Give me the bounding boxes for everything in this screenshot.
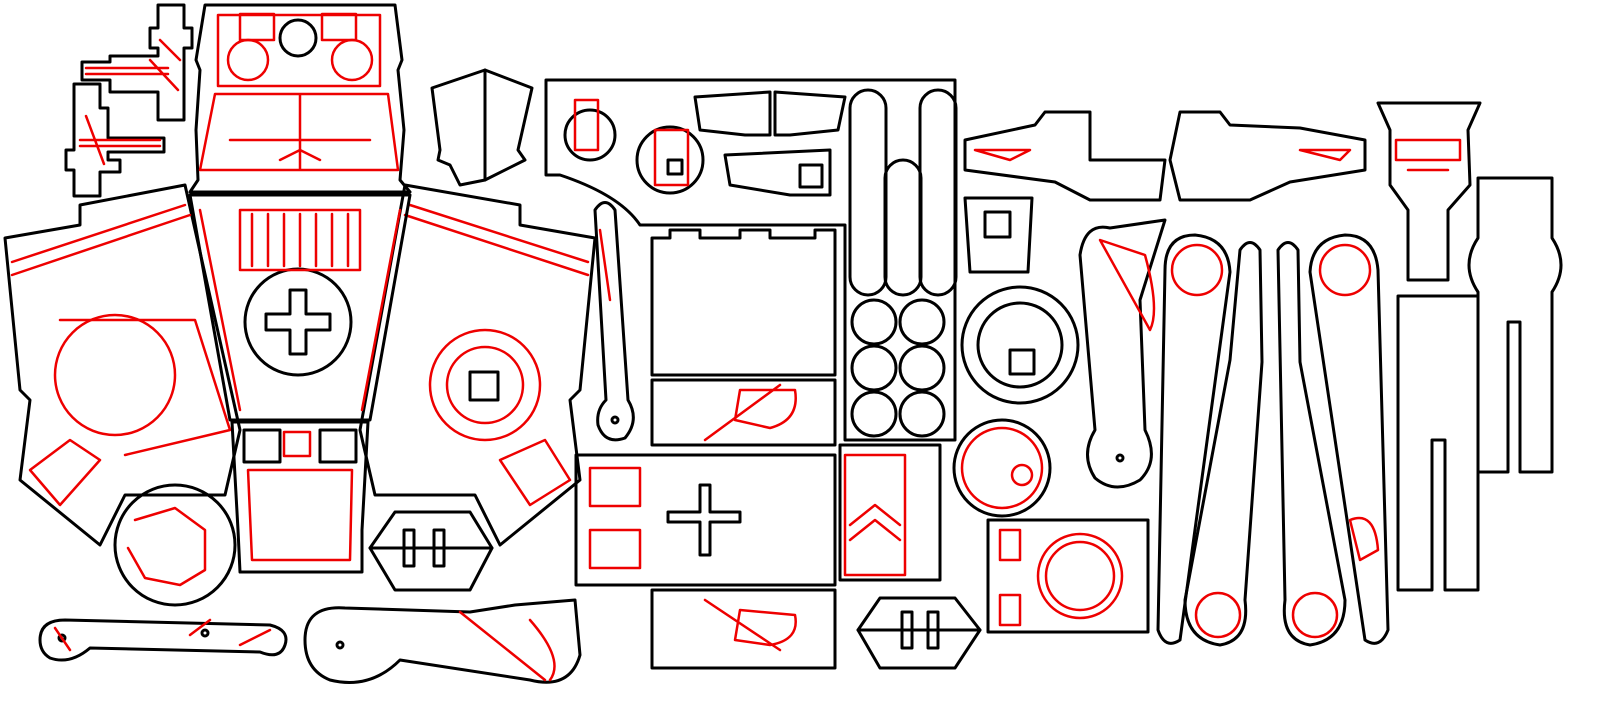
center-body-panel — [188, 193, 412, 422]
link-bar-four — [1308, 233, 1390, 645]
finger-joint-box-bottom — [650, 588, 837, 670]
lens-part-bottom — [856, 596, 982, 670]
arm-link-bottom-left — [38, 618, 288, 662]
long-arm-rings — [1078, 218, 1167, 489]
spiral-disc — [960, 285, 1080, 405]
spine-piece-left — [963, 110, 1167, 202]
round-disc-left — [113, 483, 237, 607]
left-wing-panel — [3, 183, 242, 547]
pill-strips — [848, 88, 958, 438]
finger-joint-box-cross — [574, 453, 837, 587]
arm-link-bottom-mid — [303, 598, 582, 684]
link-bar-one — [1156, 233, 1232, 645]
chevron-side-plate — [838, 443, 942, 582]
bracket-part-top — [80, 3, 194, 122]
framed-upper-panel — [544, 78, 957, 442]
link-bar-three — [1276, 241, 1347, 647]
bracket-part-bottom — [64, 82, 166, 198]
camera-lens-plate — [986, 518, 1150, 634]
right-wing-panel — [358, 183, 597, 547]
leg-plate-front — [1396, 294, 1480, 592]
long-lever-vertical — [593, 201, 635, 442]
trapezoid-square-plate — [963, 196, 1034, 274]
spine-piece-right — [1168, 110, 1367, 202]
link-bar-two — [1183, 241, 1264, 647]
tapered-tab-piece — [430, 68, 534, 187]
cockpit-panel — [188, 3, 412, 194]
etched-disc-red — [952, 418, 1052, 518]
finger-joint-box-mid — [650, 378, 837, 447]
leg-plate-rear — [1467, 176, 1563, 474]
funnel-bracket — [1376, 101, 1482, 282]
lens-part-slots — [368, 510, 494, 592]
lower-body-panel — [230, 420, 370, 574]
finger-joint-box-top — [650, 228, 837, 377]
